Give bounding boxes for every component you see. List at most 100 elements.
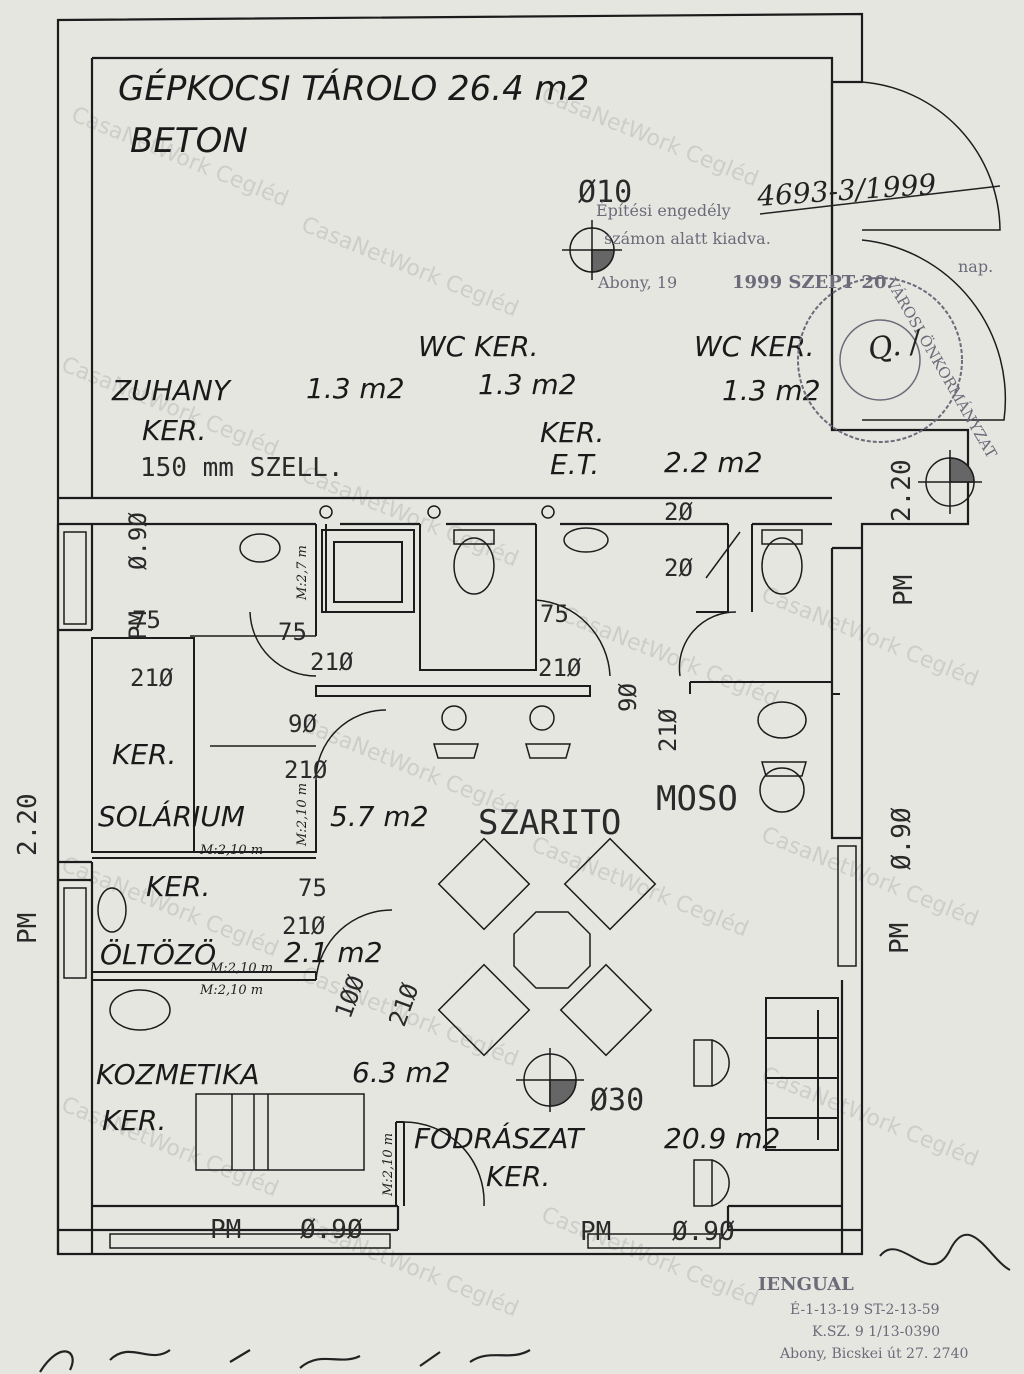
dim-090-right: Ø.9Ø <box>887 807 917 870</box>
dim-2-20-left: 2.20 <box>13 793 43 856</box>
dressing-ker: KER. <box>146 870 210 903</box>
garage-title: GÉPKOCSI TÁROLO 26.4 m2 <box>118 68 589 109</box>
sink-wc1 <box>563 527 609 553</box>
door-swing-wc1 <box>535 599 611 677</box>
fixtures <box>97 505 807 1031</box>
seal-text: VÁROSI ÖNKORMÁNYZAT <box>882 274 1000 461</box>
door-swing-shower <box>249 611 317 677</box>
ventilation-pipe <box>319 505 333 519</box>
window-south-left <box>109 1233 391 1249</box>
chair-dryer-2 <box>525 743 571 759</box>
dimension-labels: Ø10 Ø30 2.20 PM PM Ø.9Ø PM 2.20 PM Ø.9Ø … <box>13 175 919 1247</box>
solarium-ker: KER. <box>112 738 176 771</box>
salon-chair-4 <box>559 963 653 1057</box>
salon-ker: KER. <box>486 1160 550 1193</box>
wc-partition-1 <box>419 524 537 671</box>
door-swing-garage <box>861 81 1001 231</box>
dim-75: 75 <box>298 874 327 902</box>
sink-laundry <box>757 701 807 739</box>
garage-floor: BETON <box>130 121 248 161</box>
dryer-unit-1 <box>441 705 467 731</box>
cosmetics-area: 6.3 m2 <box>352 1056 451 1089</box>
solarium-area: 5.7 m2 <box>330 800 429 833</box>
window-east <box>837 845 857 967</box>
et-ker: KER. <box>540 416 604 449</box>
salon-cabinet-shelves <box>766 1010 838 1140</box>
toilet-wc1 <box>453 537 495 595</box>
watermark-text: CasaNetWork Cegléd <box>758 582 982 692</box>
door-swing-cosmetics <box>403 1121 485 1207</box>
shower-tray-inner <box>333 541 403 603</box>
shower-tray <box>321 529 415 613</box>
west-wall <box>56 524 94 1254</box>
vent-note: 150 mm SZELL. <box>140 453 344 483</box>
window-west-lower <box>63 887 87 979</box>
designer-stamp: IENGUAL É-1-13-19 ST-2-13-59 K.SZ. 9 1/1… <box>758 1233 1011 1362</box>
drain-icon <box>591 249 615 273</box>
sink-shower <box>239 533 281 563</box>
cosmetics-label: KOZMETIKA <box>96 1058 260 1091</box>
signature-mark: Q. / <box>865 324 925 368</box>
drain-mid-label: Ø30 <box>590 1083 644 1118</box>
watermark-text: CasaNetWork Cegléd <box>298 212 522 322</box>
salon-furniture <box>195 837 730 1207</box>
permit-line-1: Építési engedély <box>596 200 731 220</box>
et-area: 2.2 m2 <box>664 446 763 479</box>
permit-line-2: számon alatt kiadva. <box>604 229 771 248</box>
dim-pm-bottom-right: PM <box>580 1217 611 1247</box>
salon-area: 20.9 m2 <box>664 1122 780 1155</box>
dressing-label: ÖLTÖZÖ <box>100 937 216 971</box>
chair-laundry <box>761 761 807 777</box>
toilet-tank-wc1 <box>453 529 495 545</box>
toilet-tank-wc2 <box>761 529 803 545</box>
dim-090-bottom-right: Ø.9Ø <box>672 1217 735 1247</box>
dim-75: 75 <box>540 600 569 628</box>
height-note: M:2,10 m <box>199 983 263 998</box>
dim-210: 21Ø <box>538 654 582 682</box>
dim-75: 75 <box>278 618 307 646</box>
dim-90: 9Ø <box>288 710 317 738</box>
dim-090-west-window: Ø.9Ø <box>124 512 152 570</box>
dim-90: 9Ø <box>614 683 642 712</box>
garage-inner-wall <box>90 56 834 498</box>
dim-20: 2Ø <box>664 498 693 526</box>
salon-label: FODRÁSZAT <box>414 1121 585 1155</box>
dryer-unit-2 <box>529 705 555 731</box>
designer-name: IENGUAL <box>758 1274 854 1295</box>
dressing-wall <box>92 971 317 981</box>
south-wall <box>58 1204 862 1232</box>
permit-number: 4693-3/1999 <box>755 168 937 213</box>
watermark-text: CasaNetWork Cegléd <box>528 832 752 942</box>
watermark-text: CasaNetWork Cegléd <box>558 602 782 712</box>
laundry-label: MOSO <box>656 779 738 819</box>
toilet-wc2 <box>761 537 803 595</box>
corridor-beam <box>315 685 591 697</box>
designer-line-2: K.SZ. 9 1/13-0390 <box>812 1324 940 1340</box>
washer <box>759 767 805 813</box>
height-note: M:2,10 m <box>381 1133 396 1197</box>
dim-210: 21Ø <box>310 648 354 676</box>
dim-210: 21Ø <box>282 912 326 940</box>
salon-seat-2 <box>693 1159 730 1207</box>
walls <box>56 12 970 1256</box>
height-note: M:2,10 m <box>209 961 273 976</box>
watermark-text: CasaNetWork Cegléd <box>758 822 982 932</box>
height-note: M:2,10 m <box>295 783 310 847</box>
windows <box>63 531 857 1249</box>
window-west-upper <box>63 531 87 625</box>
door-swing-wc2 <box>678 611 737 677</box>
door-swings <box>190 81 1007 1207</box>
massage-bed <box>195 1093 365 1171</box>
partitions <box>91 524 840 1206</box>
drain-top-label: Ø10 <box>578 175 632 210</box>
ventilation-pipe <box>427 505 441 519</box>
permit-date: 1999 SZEPT 20. <box>732 272 893 293</box>
wc1-area: 1.3 m2 <box>478 368 577 401</box>
laundry-wall <box>689 681 840 838</box>
wc-partition-2 <box>696 524 753 613</box>
designer-line-1: É-1-13-19 ST-2-13-59 <box>790 1300 940 1318</box>
permit-underline <box>759 185 1001 215</box>
dim-210: 21Ø <box>654 708 682 752</box>
cosmetics-ker: KER. <box>102 1104 166 1137</box>
official-seal-icon <box>839 319 921 401</box>
